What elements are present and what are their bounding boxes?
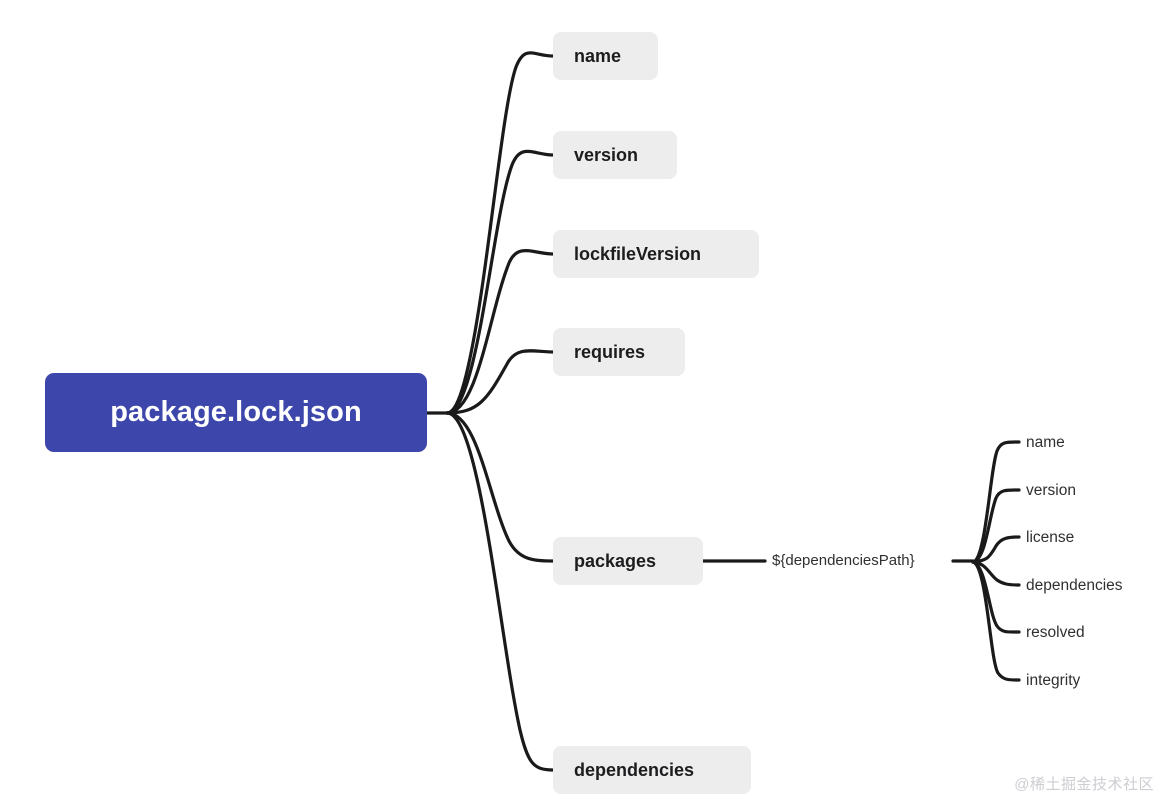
- node-name[interactable]: name: [553, 32, 658, 80]
- node-requires-label: requires: [574, 342, 646, 362]
- leaf-license[interactable]: license: [1026, 529, 1075, 546]
- node-packages-label: packages: [574, 551, 657, 571]
- node-lockfileversion-label: lockfileVersion: [574, 244, 702, 264]
- edge-root-to-name: [445, 51, 555, 415]
- edge-sub-to-name: [971, 440, 1021, 564]
- leaf-integrity[interactable]: integrity: [1026, 672, 1081, 689]
- edge-root-to-requires: [445, 349, 555, 415]
- node-version-label: version: [574, 145, 639, 165]
- edge-root-to-lockfileversion: [445, 249, 555, 415]
- edge-root-to-packages: [445, 411, 555, 563]
- watermark: @稀土掘金技术社区: [1014, 776, 1154, 793]
- leaf-name[interactable]: name: [1026, 434, 1065, 451]
- edge-root-to-version: [445, 149, 555, 415]
- node-dependencies[interactable]: dependencies: [553, 746, 751, 794]
- node-version[interactable]: version: [553, 131, 677, 179]
- node-lockfileversion[interactable]: lockfileVersion: [553, 230, 759, 278]
- leaf-dependencies[interactable]: dependencies: [1026, 577, 1123, 594]
- leaf-version[interactable]: version: [1026, 482, 1076, 499]
- edge-sub-to-dependencies: [971, 560, 1021, 587]
- leaf-resolved[interactable]: resolved: [1026, 624, 1085, 641]
- node-dependencies-path[interactable]: ${dependenciesPath}: [772, 552, 915, 569]
- edge-sub-to-integrity: [971, 560, 1021, 682]
- node-packages[interactable]: packages: [553, 537, 703, 585]
- edge-root-to-dependencies: [445, 411, 555, 772]
- root-node-package-lock-json[interactable]: package.lock.json: [45, 373, 427, 452]
- edge-sub-to-license: [971, 535, 1021, 564]
- node-dependencies-label: dependencies: [574, 760, 695, 780]
- edge-sub-to-resolved: [971, 560, 1021, 634]
- node-requires[interactable]: requires: [553, 328, 685, 376]
- edge-sub-to-version: [971, 488, 1021, 564]
- node-name-label: name: [574, 46, 622, 66]
- root-node-label: package.lock.json: [110, 396, 362, 428]
